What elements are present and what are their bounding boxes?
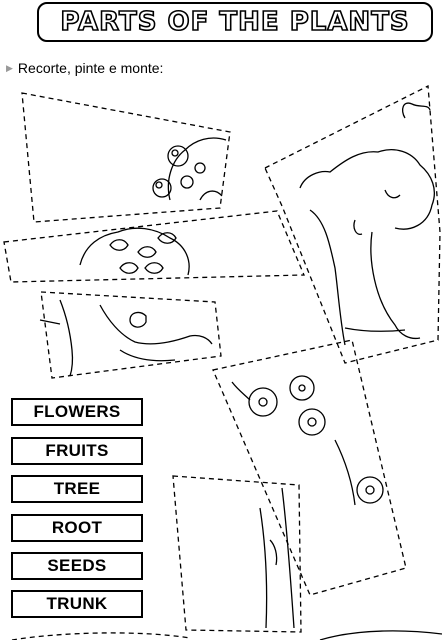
label-trunk[interactable]: TRUNK (11, 590, 143, 618)
puzzle-piece-fruits[interactable] (21, 92, 231, 223)
instruction: ▶ Recorte, pinte e monte: (6, 60, 163, 76)
label-fruits[interactable]: FRUITS (11, 437, 143, 465)
label-root[interactable]: ROOT (11, 514, 143, 542)
puzzle-piece-leaves[interactable] (3, 210, 305, 283)
label-seeds[interactable]: SEEDS (11, 552, 143, 580)
label-flowers[interactable]: FLOWERS (11, 398, 143, 426)
puzzle-piece-tree[interactable] (264, 84, 441, 364)
page-title: PARTS OF THE PLANTS (60, 6, 410, 38)
title-box: PARTS OF THE PLANTS (37, 2, 433, 42)
bullet-arrow-icon: ▶ (6, 62, 13, 73)
puzzle-piece-root[interactable] (39, 291, 222, 379)
instruction-text: Recorte, pinte e monte: (17, 60, 164, 76)
puzzle-piece-flowers[interactable] (212, 339, 407, 596)
label-tree[interactable]: TREE (11, 475, 143, 503)
puzzle-piece-trunk[interactable] (172, 475, 302, 633)
partial-piece-edge (319, 630, 442, 640)
partial-piece-edge (11, 632, 191, 640)
